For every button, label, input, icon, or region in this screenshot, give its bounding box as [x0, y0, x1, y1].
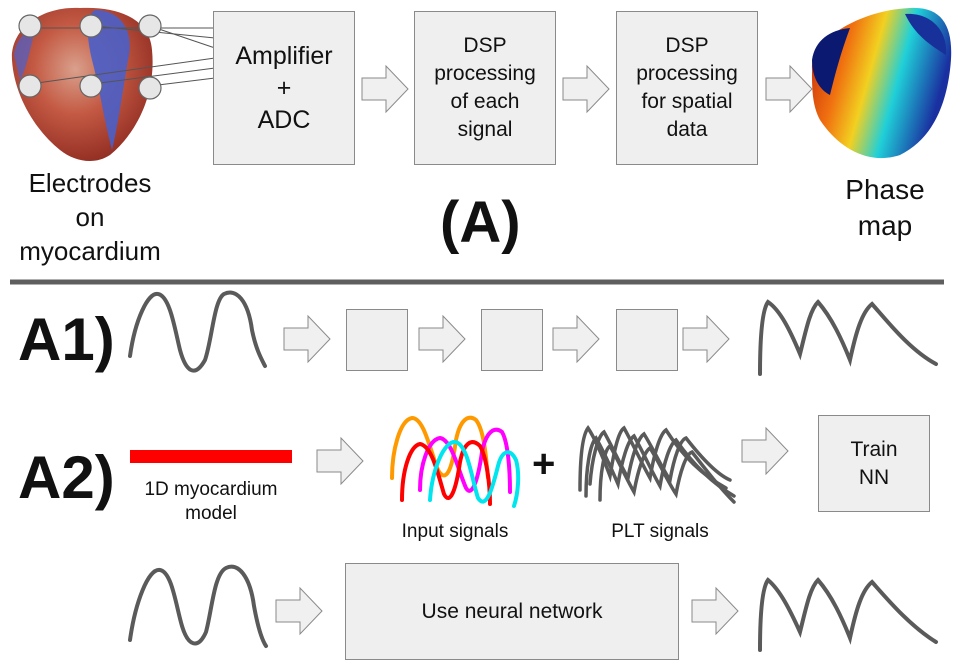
section-a-label: (A) [440, 190, 521, 255]
myocardium-model-bar [130, 450, 292, 463]
plt-signals [578, 424, 736, 504]
section-a1-label: A1) [18, 306, 115, 373]
electrodes-label: Electrodes on myocardium [19, 168, 161, 266]
section-a2-label: A2) [18, 444, 115, 511]
arrow-right-icon [275, 586, 739, 636]
a1-step-box-3 [616, 309, 678, 371]
nn-output-signal [758, 577, 938, 652]
use-neural-network-box: Use neural network [345, 563, 679, 660]
a1-step-box-2 [481, 309, 543, 371]
train-nn-box: Train NN [818, 415, 930, 512]
nn-input-signal [128, 564, 268, 648]
arrow-right-icon [316, 426, 789, 486]
electrode-circle-icon [18, 14, 162, 100]
phase-map-image [811, 7, 952, 159]
input-signals [390, 415, 521, 508]
myocardium-model-label: 1D myocardium model [144, 479, 278, 524]
arrow-right-icon [283, 314, 730, 364]
input-signals-label: Input signals [401, 521, 509, 542]
amplifier-adc-box: Amplifier + ADC [213, 11, 355, 165]
a1-output-signal [758, 299, 938, 376]
plt-signals-label: PLT signals [611, 521, 709, 542]
arrow-right-icon [361, 64, 813, 114]
phase-map-label: Phase map [845, 174, 925, 241]
dsp-each-signal-box: DSP processing of each signal [414, 11, 556, 165]
dsp-spatial-box: DSP processing for spatial data [616, 11, 758, 165]
a1-step-box-1 [346, 309, 408, 371]
plus-sign: + [532, 442, 556, 486]
a1-input-signal [128, 290, 267, 373]
